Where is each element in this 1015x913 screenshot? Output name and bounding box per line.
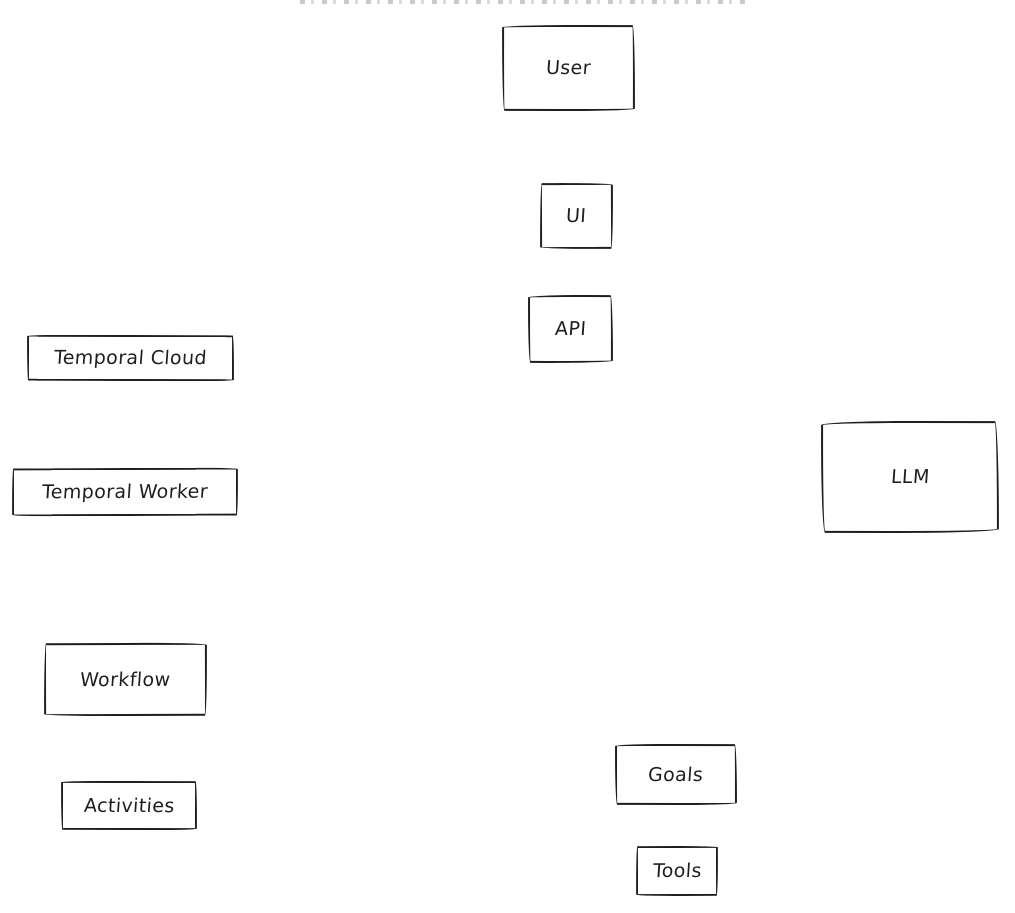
node-temporal-cloud-label: Temporal Cloud bbox=[53, 346, 208, 370]
node-goals: Goals bbox=[614, 743, 738, 806]
node-user: User bbox=[501, 24, 636, 112]
node-ui-label: UI bbox=[565, 204, 588, 228]
node-temporal-worker: Temporal Worker bbox=[11, 467, 239, 517]
node-goals-label: Goals bbox=[647, 763, 705, 786]
node-temporal-worker-label: Temporal Worker bbox=[41, 480, 209, 504]
node-llm: LLM bbox=[820, 420, 1000, 534]
node-user-label: User bbox=[545, 56, 592, 80]
node-tools: Tools bbox=[635, 845, 719, 897]
node-temporal-cloud: Temporal Cloud bbox=[26, 334, 235, 382]
node-api-label: API bbox=[554, 317, 587, 341]
node-workflow-label: Workflow bbox=[79, 668, 172, 691]
node-workflow: Workflow bbox=[43, 642, 208, 717]
node-activities: Activities bbox=[60, 780, 198, 831]
node-tools-label: Tools bbox=[651, 859, 703, 883]
node-api: API bbox=[527, 294, 614, 364]
node-ui: UI bbox=[539, 182, 614, 250]
node-activities-label: Activities bbox=[82, 794, 176, 817]
node-llm-label: LLM bbox=[889, 465, 931, 489]
cropped-text-remnant bbox=[300, 0, 750, 4]
